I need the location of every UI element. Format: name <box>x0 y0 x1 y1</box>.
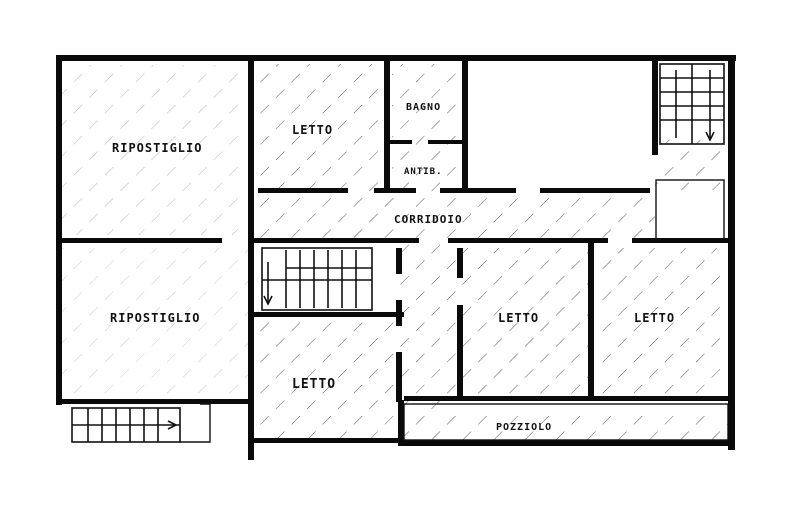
label-antib: ANTIB. <box>404 167 443 177</box>
label-bagno: BAGNO <box>406 102 441 113</box>
label-ripostiglio-lower: RIPOSTIGLIO <box>110 311 200 325</box>
label-corridoio: CORRIDOIO <box>394 213 463 226</box>
outer-walls <box>56 55 736 460</box>
label-pozzetto: POZZIOLO <box>496 422 552 433</box>
staircase-bottom-left <box>71 403 211 443</box>
room-labels: RIPOSTIGLIO RIPOSTIGLIO LETTO BAGNO ANTI… <box>110 102 675 433</box>
label-letto-lower-left: LETTO <box>292 377 336 392</box>
staircase-top-right <box>659 63 725 145</box>
label-ripostiglio-upper: RIPOSTIGLIO <box>112 141 202 155</box>
staircase-center <box>261 247 373 311</box>
interior-walls <box>62 60 729 441</box>
label-letto-right: LETTO <box>634 311 675 325</box>
floor-hatching <box>60 64 728 442</box>
label-letto-center: LETTO <box>498 311 539 325</box>
label-letto-top: LETTO <box>292 123 333 137</box>
